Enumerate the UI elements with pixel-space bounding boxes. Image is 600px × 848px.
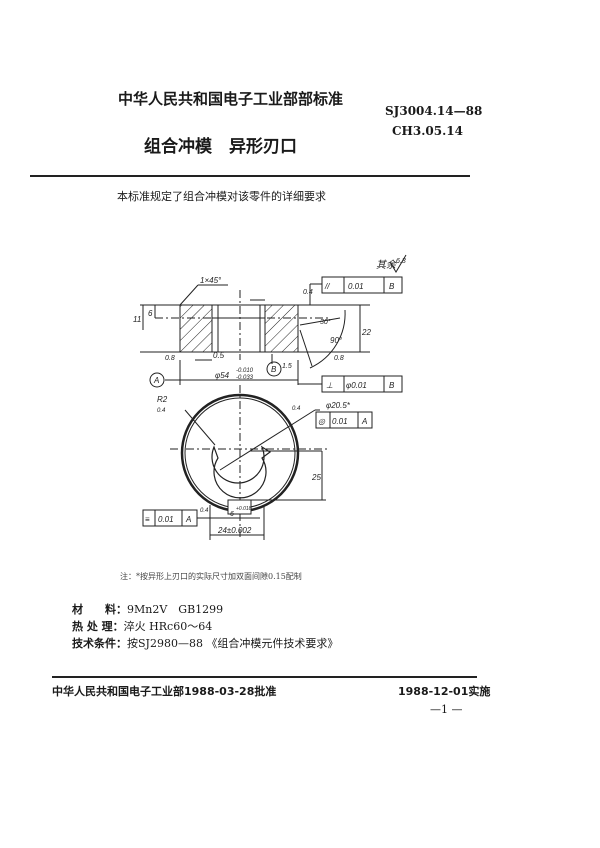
dim-6: 6 [148,309,153,318]
spec-heat-treatment: 热 处 理：淬火 HRc60～64 [72,618,212,634]
issuer: 中华人民共和国电子工业部部标准 [118,90,344,108]
effective-date: 1988-12-01实施 [398,685,491,698]
surface-note-value: 6.3 [396,258,406,265]
spec-label: 技术条件： [72,637,127,650]
concentricity-frame [315,411,373,429]
spec-label: 热 处 理： [72,620,124,633]
document-title: 组合冲模 异形刃口 [144,137,297,157]
datum-a-marker [149,372,165,388]
datum-a: A [153,376,159,385]
perp-datum: B [389,381,395,390]
dim-25: 25 [311,473,321,482]
plan-view [142,385,373,540]
header-rule [30,175,470,177]
page-number: —1 — [430,703,463,716]
footer-rule [52,676,477,678]
roughness-r: 0.4 [157,408,166,414]
parallel-symbol: // [324,282,330,291]
approval-date: 中华人民共和国电子工业部1988-03-28批准 [52,685,277,698]
standard-code: SJ3004.14—88 [385,104,483,118]
concentric-datum: A [361,417,367,426]
symmetry-symbol: ≡ [145,515,150,524]
spec-material: 材 料：9Mn2V GB1299 [72,601,223,617]
dia-54: φ54 [215,371,230,380]
perp-value: φ0.01 [346,381,367,390]
parallelism-frame [321,276,403,294]
dim-24: 24±0.002 [217,526,252,535]
dia-20.5: φ20.5* [326,401,351,410]
dim-22: 22 [361,328,371,337]
parallel-datum: B [389,282,395,291]
roughness-top: 0.4 [303,289,313,296]
angle-30: 30° [320,318,331,326]
perp-symbol: ⊥ [326,381,333,390]
datum-b: B [271,365,277,374]
dim-11: 11 [133,315,141,324]
spec-label: 材 料： [72,603,127,616]
classification-code: CH3.05.14 [392,124,463,138]
dim-0.5: 0.5 [213,351,225,360]
spec-value: 淬火 HRc60～64 [123,620,213,633]
chamfer-label: 1×45° [200,276,222,285]
spec-value: 9Mn2V GB1299 [127,603,224,616]
slot-tol: +0.018 [236,506,252,512]
section-view [140,254,407,393]
concentric-symbol: ◎ [318,417,326,426]
radius-label: R2 [157,395,168,404]
symmetry-datum: A [185,515,191,524]
slot-width: 6 [230,511,234,518]
dim-1.5: 1.5 [282,363,292,370]
angle-90: 90° [330,336,343,345]
surface-note: 其余 [376,259,398,271]
datum-b-marker [266,361,282,377]
footnote: 注：*按异形上刃口的实际尺寸加双面间隙0.15配制 [120,572,302,581]
spec-technical-conditions: 技术条件：按SJ2980—88 《组合冲模元件技术要求》 [72,635,338,651]
roughness-side: 0.8 [334,355,344,362]
parallel-value: 0.01 [348,282,364,291]
intro-text: 本标准规定了组合冲模对该零件的详细要求 [117,190,326,203]
symmetry-value: 0.01 [158,515,174,524]
spec-value: 按SJ2980—88 《组合冲模元件技术要求》 [127,637,339,650]
roughness-slot: 0.4 [200,508,209,514]
dia-54-lower: -0.033 [236,375,254,381]
roughness-mid: 0.4 [292,406,301,412]
concentric-value: 0.01 [332,417,348,426]
roughness-left: 0.8 [165,355,175,362]
dia-54-upper: -0.010 [236,368,254,374]
